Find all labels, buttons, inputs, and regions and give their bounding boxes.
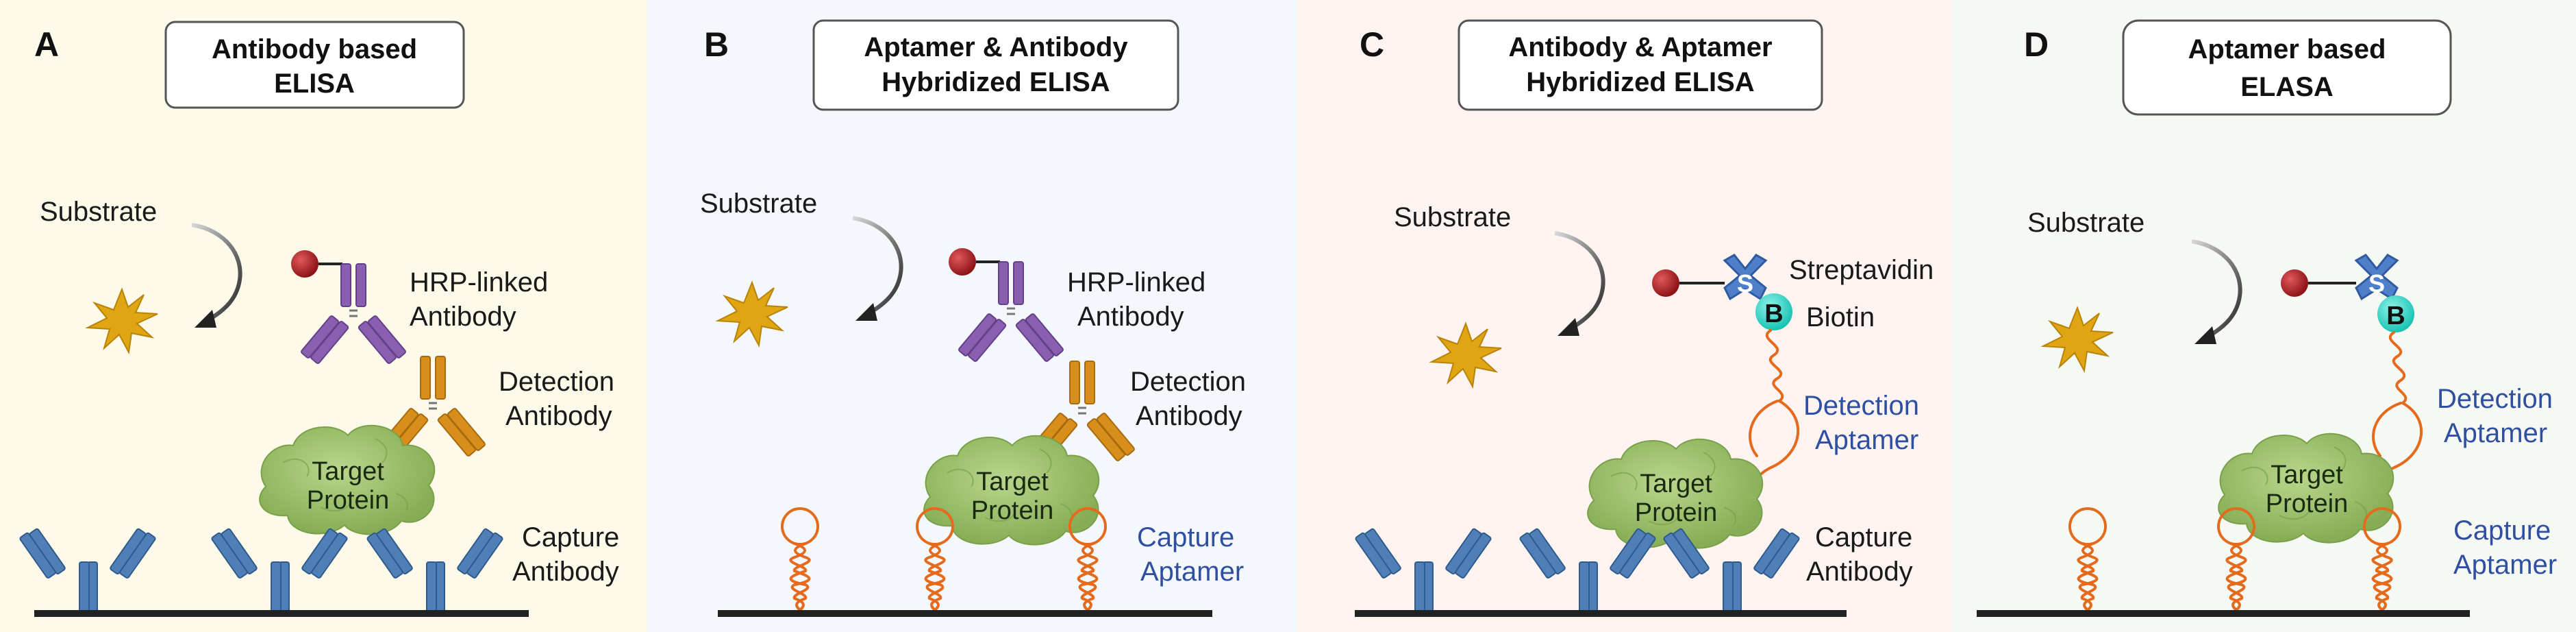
hrp-ball-icon [2281,269,2308,297]
panel-title-line1: Aptamer based [2188,34,2386,64]
hrp-label-line1: HRP-linked [1067,267,1205,297]
capture-label-line1: Capture [1815,522,1912,552]
panel-c: C Antibody & Aptamer Hybridized ELISA Su… [1354,19,1934,617]
panel-title-line2: Hybridized ELISA [881,67,1110,97]
hrp-label-line1: HRP-linked [410,267,548,297]
panel-title-line2: ELISA [274,69,355,99]
panel-title-line2: ELASA [2240,72,2334,102]
streptavidin-label: Streptavidin [1789,255,1934,285]
panel-d: D Aptamer based ELASA Substrate S B Dete… [1977,19,2557,617]
substrate-label: Substrate [1394,202,1511,232]
hrp-ball-icon [949,248,976,276]
detection-label-line1: Detection [499,367,614,397]
substrate-label: Substrate [700,189,817,219]
biotin-label: Biotin [1806,302,1875,332]
protein-label-line1: Target [2271,461,2343,489]
protein-label-line2: Protein [2266,489,2348,518]
panel-letter: C [1360,25,1384,64]
capture-label-line1: Capture [2453,515,2551,546]
hrp-label-line2: Antibody [1077,302,1184,332]
substrate-label: Substrate [40,197,157,227]
capture-label-line2: Aptamer [1140,557,1244,587]
title-box [164,21,465,109]
surface-line [1355,610,1847,617]
hrp-ball-icon [1652,269,1679,297]
panel-title-line1: Aptamer & Antibody [864,32,1128,62]
hrp-label-line2: Antibody [410,302,516,332]
streptavidin-letter: S [1737,269,1753,297]
surface-line [718,610,1212,617]
biotin-letter: B [1764,300,1783,328]
detection-label-line1: Detection [1803,391,1919,421]
biotin-icon [2377,295,2414,332]
capture-label-line2: Antibody [512,557,619,587]
capture-label-line2: Antibody [1806,557,1913,587]
streptavidin-letter: S [2368,269,2385,297]
panel-a: A Antibody based ELISA Substrate HRP-lin… [18,21,619,617]
detection-label-line2: Antibody [505,401,612,431]
detection-label-line1: Detection [1130,367,1246,397]
protein-label-line2: Protein [971,496,1053,525]
panel-title-line2: Hybridized ELISA [1526,67,1754,97]
detection-label-line2: Aptamer [2444,418,2547,448]
surface-line [1977,610,2470,617]
biotin-letter: B [2386,302,2405,330]
panel-letter: A [34,25,59,64]
detection-label-line2: Aptamer [1815,425,1918,455]
protein-label-line1: Target [1640,470,1712,498]
protein-label-line1: Target [976,467,1049,496]
protein-label-line2: Protein [1635,498,1717,527]
panel-letter: B [704,25,729,64]
protein-label-line2: Protein [307,486,389,515]
title-box [2122,19,2452,116]
substrate-label: Substrate [2027,208,2144,238]
panel-b: B Aptamer & Antibody Hybridized ELISA Su… [700,19,1246,617]
detection-label-line2: Antibody [1136,401,1242,431]
biotin-icon [1755,293,1792,330]
panel-title-line1: Antibody & Aptamer [1508,32,1772,62]
surface-line [34,610,529,617]
capture-label-line1: Capture [1137,522,1234,552]
panel-letter: D [2024,25,2049,64]
detection-label-line1: Detection [2437,384,2553,414]
protein-label-line1: Target [312,457,384,486]
panel-title-line1: Antibody based [212,34,417,64]
title-box [812,19,1179,111]
title-box [1458,19,1823,111]
capture-label-line1: Capture [522,522,619,552]
capture-label-line2: Aptamer [2453,550,2557,580]
hrp-ball-icon [291,250,318,278]
